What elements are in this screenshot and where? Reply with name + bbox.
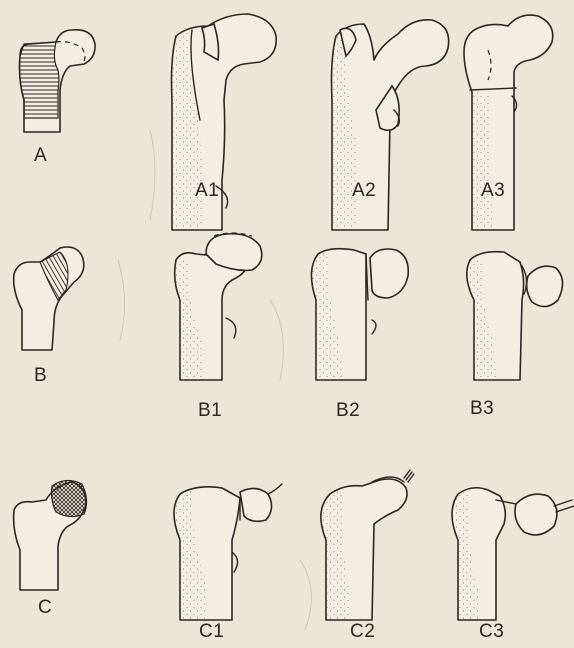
- panel-label-b1: B1: [198, 400, 222, 422]
- panel-label-a1: A1: [195, 180, 219, 202]
- panel-b1-femur: [175, 233, 262, 380]
- panel-label-b2: B2: [336, 400, 360, 422]
- panel-label-a2: A2: [352, 180, 376, 202]
- panel-a-femur: [20, 30, 96, 132]
- panel-c3-femur: [452, 488, 574, 620]
- panel-b2-femur: [311, 249, 408, 380]
- panel-a1-femur: [172, 14, 277, 230]
- panel-c-femur: [14, 480, 87, 590]
- panel-c2-femur: [321, 470, 414, 620]
- panel-a2-femur: [332, 20, 449, 230]
- panel-label-c2: C2: [350, 621, 375, 643]
- panel-label-a: A: [34, 145, 47, 167]
- panel-label-b3: B3: [470, 398, 494, 420]
- panel-label-c: C: [38, 597, 52, 619]
- panel-label-c1: C1: [199, 621, 224, 643]
- panel-label-c3: C3: [479, 621, 504, 643]
- panel-c1-femur: [174, 484, 282, 620]
- panel-a3-femur: [464, 15, 553, 230]
- panel-label-b: B: [34, 365, 47, 387]
- panel-b3-femur: [467, 252, 563, 380]
- panel-label-a3: A3: [481, 180, 505, 202]
- panel-b-femur: [14, 247, 84, 350]
